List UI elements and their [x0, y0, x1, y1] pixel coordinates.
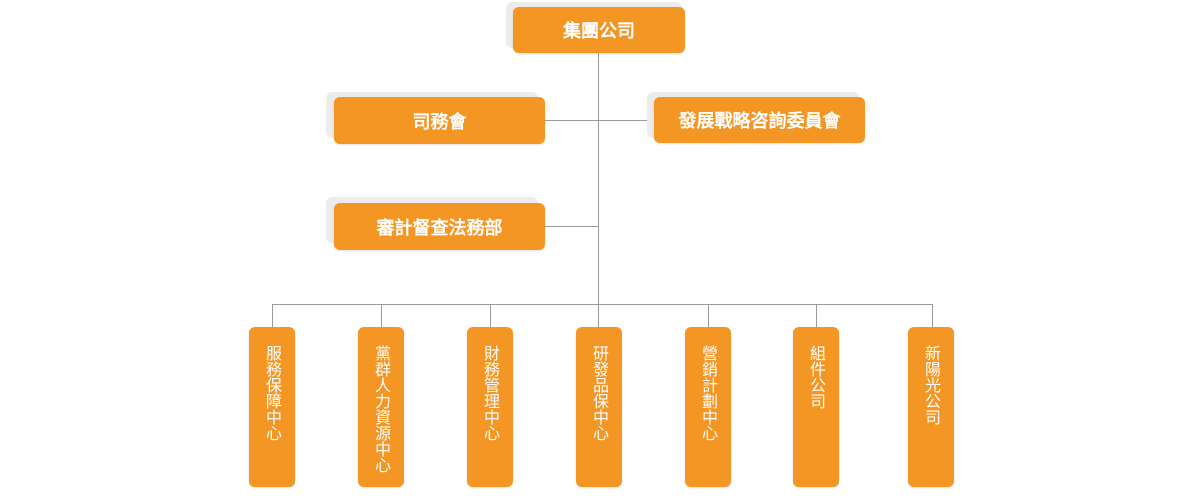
- top-node-group-company: 集團公司: [513, 7, 685, 53]
- right-committee-label: 發展戰略咨詢委員會: [678, 111, 841, 132]
- trunk-connector: [598, 52, 599, 304]
- left-committee-label: 司務會: [412, 111, 467, 133]
- top-node-label: 集團公司: [563, 21, 635, 42]
- audit-connector: [545, 226, 599, 227]
- committee-connector: [545, 120, 647, 121]
- department-node-2: 黨群人力資源中心: [358, 327, 404, 487]
- department-label-6: 組件公司: [807, 345, 826, 409]
- department-node-4: 研發品保中心: [576, 327, 622, 487]
- department-label-7: 新陽光公司: [922, 345, 941, 425]
- drop-connector-2: [381, 304, 382, 328]
- right-committee-node: 發展戰略咨詢委員會: [654, 97, 865, 143]
- department-label-1: 服務保障中心: [263, 345, 282, 441]
- department-node-1: 服務保障中心: [249, 327, 295, 487]
- department-node-5: 營銷計劃中心: [685, 327, 731, 487]
- department-label-5: 營銷計劃中心: [699, 345, 718, 441]
- left-committee-node: 司務會: [334, 97, 545, 144]
- department-node-6: 組件公司: [793, 327, 839, 487]
- department-label-4: 研發品保中心: [590, 345, 609, 441]
- department-node-7: 新陽光公司: [908, 327, 954, 487]
- audit-department-node: 審計督查法務部: [334, 203, 545, 250]
- drop-connector-3: [490, 304, 491, 328]
- drop-connector-1: [272, 304, 273, 328]
- department-node-3: 財務管理中心: [467, 327, 513, 487]
- drop-connector-7: [932, 304, 933, 328]
- audit-department-label: 審計督查法務部: [376, 217, 503, 239]
- department-label-3: 財務管理中心: [481, 345, 500, 441]
- departments-bus-connector: [272, 304, 933, 305]
- drop-connector-4: [598, 304, 599, 328]
- drop-connector-6: [816, 304, 817, 328]
- department-label-2: 黨群人力資源中心: [372, 345, 391, 473]
- drop-connector-5: [708, 304, 709, 328]
